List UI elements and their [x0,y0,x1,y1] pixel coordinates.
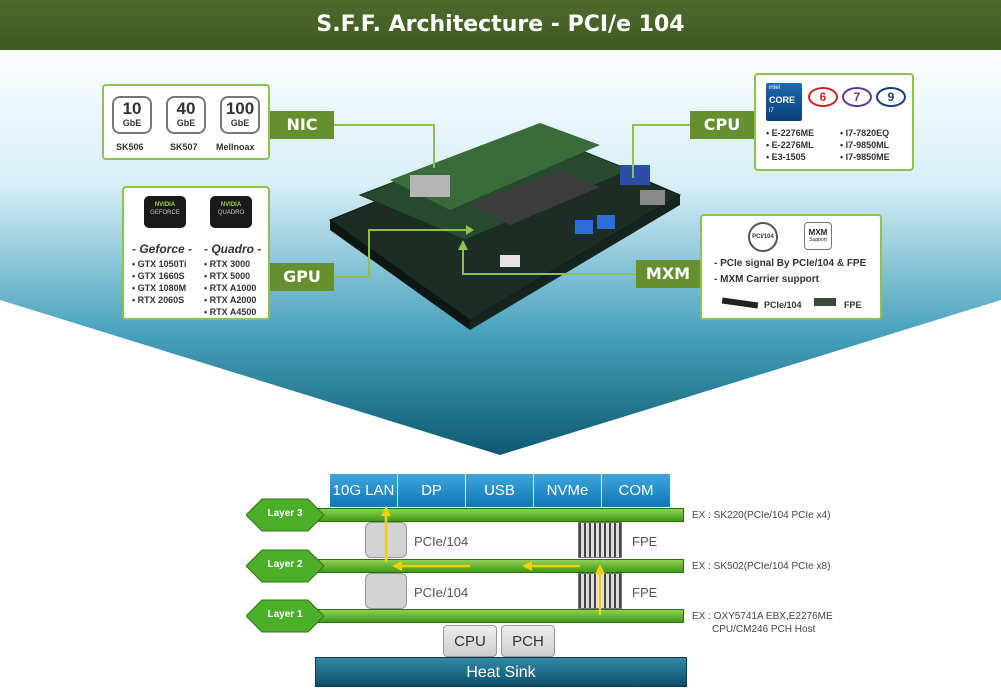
pcie104-connector-lower [365,573,407,609]
quadro-logo-icon: NVIDIA QUADRO [210,196,252,228]
geforce-title: - Geforce - [132,242,193,256]
pcie104-label-lower: PCIe/104 [414,585,469,600]
fpe-connector-upper [578,522,622,558]
list-item: • RTX A2000 [204,295,257,305]
list-item: • RTX 2060S [132,295,185,305]
cpu-chip: CPU [443,625,497,657]
interface-nvme: NVMe [534,474,602,507]
pcie104-connector-icon [721,297,759,309]
list-item: • I7-9850ML [840,140,890,150]
page-title: S.F.F. Architecture - PCI/e 104 [0,0,1001,50]
fpe-connector-icon [814,298,836,306]
gpu-connector-line [334,225,474,278]
mxm-bullet-2: - MXM Carrier support [714,274,820,285]
board-illustration [328,123,682,330]
mxm-support-badge-icon: MXM Support [804,222,832,250]
list-item: • RTX A1000 [204,283,257,293]
list-item: • RTX 5000 [204,271,251,281]
pcie104-label-upper: PCIe/104 [414,534,469,549]
list-item: • RTX A4500 [204,307,257,317]
cpu-left-list: • E-2276ME • E-2276ML • E3-1505 [766,127,814,163]
list-item: • GTX 1050Ti [132,259,187,269]
layer-2-label: Layer 2 [267,559,303,570]
layer-1-label-shape [246,599,324,633]
mxm-bullet-1: - PCIe signal By PCIe/104 & FPE [714,258,867,269]
cpu-connector-line [632,124,690,178]
cpu-right-list: • I7-7820EQ • I7-9850ML • I7-9850ME [840,127,890,163]
intel-core-i7-icon: intel CORE i7 [766,83,802,121]
mxm-callout: PCI/104 MXM Support - PCIe signal By PCI… [700,214,882,320]
interface-usb: USB [466,474,534,507]
gpu-tag: GPU [270,263,334,291]
heat-sink: Heat Sink [315,657,687,687]
nic-model-sk507: SK507 [170,142,198,152]
nic-connector-line [334,124,435,168]
nic-model-mellnoax: Mellnoax [216,142,255,152]
layer-1-label: Layer 1 [267,609,303,620]
example-layer-3: EX : SK220(PCIe/104 PCIe x4) [692,510,831,521]
cpu-tag: CPU [690,111,754,139]
mxm-tag: MXM [636,260,700,288]
list-item: • I7-7820EQ [840,128,890,138]
gen-9-badge-icon: 9 [876,87,906,107]
list-item: • E-2276ME [766,128,815,138]
quadro-list: • RTX 3000 • RTX 5000 • RTX A1000 • RTX … [204,258,256,318]
nic-model-sk506: SK506 [116,142,144,152]
example-layer-1: EX : OXY5741A EBX,E2276ME [692,611,833,622]
fpe-label-upper: FPE [632,534,658,549]
fpe-label-lower: FPE [632,585,658,600]
gpu-callout: NVIDIA GEFORCE NVIDIA QUADRO - Geforce -… [122,186,270,320]
example-layer-2: EX : SK502(PCIe/104 PCIe x8) [692,561,831,572]
layer-3-label-shape [246,498,324,532]
list-item: • GTX 1660S [132,271,185,281]
gen-6-badge-icon: 6 [808,87,838,107]
quadro-title: - Quadro - [204,242,262,256]
list-item: • I7-9850ME [840,152,890,162]
layer-2-label-shape [246,549,324,583]
geforce-list: • GTX 1050Ti • GTX 1660S • GTX 1080M • R… [132,258,187,306]
list-item: • RTX 3000 [204,259,251,269]
list-item: • GTX 1080M [132,283,187,293]
mxm-connector-line [458,240,636,275]
cpu-callout: intel CORE i7 6 7 9 • E-2276ME • E-2276M… [754,73,914,171]
list-item: • E3-1505 [766,152,806,162]
pci104-badge-icon: PCI/104 [748,222,778,252]
list-item: • E-2276ML [766,140,814,150]
pcie104-connector-label: PCIe/104 [764,300,802,310]
signal-flow-arrows [381,506,605,615]
interface-10g-lan: 10G LAN [330,474,398,507]
geforce-logo-icon: NVIDIA GEFORCE [144,196,186,228]
interface-com: COM [602,474,670,507]
gen-7-badge-icon: 7 [842,87,872,107]
interface-dp: DP [398,474,466,507]
nic-tag: NIC [270,111,334,139]
fpe-connector-label: FPE [844,300,862,310]
pch-chip: PCH [501,625,555,657]
layer-3-label: Layer 3 [267,508,303,519]
example-layer-1-detail: CPU/CM246 PCH Host [712,624,816,635]
